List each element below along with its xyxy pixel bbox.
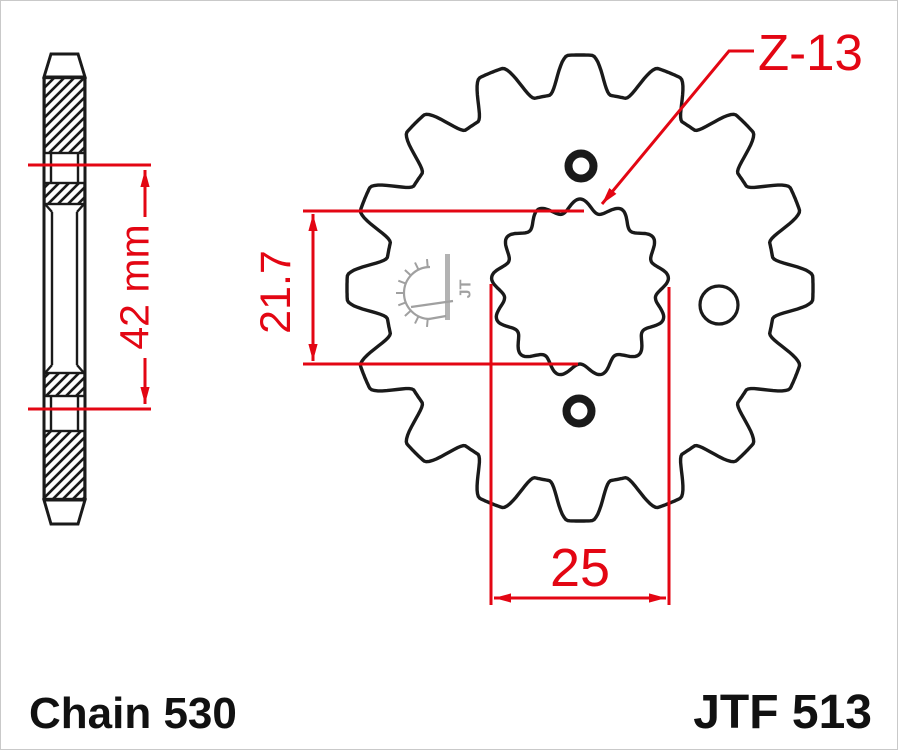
watermark-arc — [402, 265, 431, 321]
side-view-top-tooth-cap — [41, 52, 88, 79]
dim-25-label: 25 — [550, 538, 610, 598]
jt-watermark: JT — [396, 254, 475, 327]
side-view-bottom-tooth-cap — [42, 498, 87, 526]
hatch-bottom-small — [43, 371, 86, 398]
dim-217-label: 21.7 — [252, 250, 300, 334]
spline-callout: Z-13 — [600, 24, 863, 205]
bolt-hole-bottom — [562, 394, 596, 428]
dim-42-extension-lines — [28, 163, 151, 411]
chain-size-label: Chain 530 — [29, 689, 237, 738]
dim-217-extension-lines — [303, 209, 584, 366]
lightening-hole-right — [698, 284, 740, 326]
side-view — [41, 52, 88, 526]
hatch-bottom-large — [43, 429, 86, 501]
front-view: JT — [345, 53, 815, 523]
spline-bore — [489, 197, 671, 377]
dim-42-label: 42 mm — [111, 224, 157, 349]
watermark-tick — [414, 315, 420, 324]
watermark-ticks — [396, 259, 429, 327]
watermark-tick — [426, 318, 429, 327]
bolt-hole-top — [564, 149, 598, 183]
gear-outline — [345, 53, 815, 523]
callout-leader-line — [600, 49, 754, 205]
watermark-tick — [414, 262, 420, 271]
watermark-baseline — [410, 299, 454, 321]
hatch-top-small — [43, 181, 86, 206]
side-view-hub-bore-walls — [44, 153, 85, 431]
dim-25-extension-lines — [489, 284, 671, 605]
watermark-bar — [445, 254, 450, 320]
watermark-tick — [404, 269, 412, 277]
dimension-25: 25 — [489, 284, 671, 605]
callout-z13-label: Z-13 — [758, 24, 863, 81]
dimension-42mm: 42 mm — [28, 163, 157, 411]
part-number-label: JTF 513 — [693, 686, 872, 739]
dimension-21-7: 21.7 — [252, 209, 584, 366]
watermark-tick — [404, 309, 412, 317]
watermark-tick — [397, 279, 407, 285]
hatch-top-large — [43, 76, 86, 155]
watermark-jt-text: JT — [458, 279, 475, 298]
watermark-tick — [426, 259, 429, 268]
watermark-tick — [397, 301, 407, 307]
